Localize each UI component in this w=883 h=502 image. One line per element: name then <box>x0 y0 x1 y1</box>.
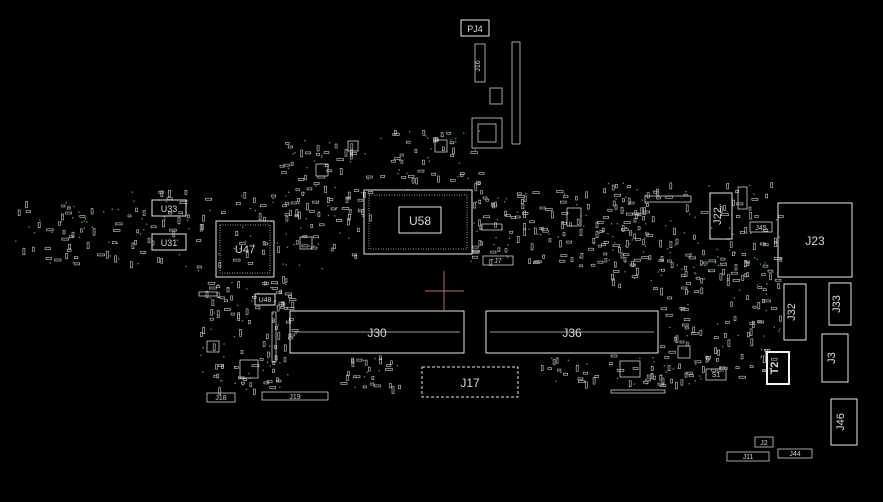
j11-label: J11 <box>743 454 754 461</box>
j7-label: J7 <box>494 258 502 265</box>
j3-connector[interactable]: J3 <box>821 333 849 383</box>
u33-chip[interactable]: U33 <box>151 199 187 217</box>
j23-connector[interactable]: J23 <box>777 202 853 278</box>
u58-label: U58 <box>409 214 431 228</box>
j16-label: J16 <box>475 60 482 71</box>
j19-label: J19 <box>289 394 300 401</box>
j33-label: J33 <box>831 295 843 313</box>
j17-label: J17 <box>460 376 480 390</box>
j11-connector[interactable]: J11 <box>726 451 770 462</box>
t2-label: T2 <box>769 362 781 375</box>
j32-label: J32 <box>786 303 798 321</box>
j19-connector[interactable]: J19 <box>261 391 329 401</box>
j44-connector[interactable]: J44 <box>777 448 813 459</box>
j36-label: J36 <box>562 326 582 340</box>
j45-label: J45 <box>755 225 766 232</box>
j17-connector[interactable]: J17 <box>421 366 519 398</box>
j7-connector[interactable]: J7 <box>482 255 514 266</box>
j46-label: J46 <box>835 413 847 431</box>
u31-label: U31 <box>161 238 178 248</box>
u31-chip[interactable]: U31 <box>151 233 187 251</box>
t2-component[interactable]: T2 <box>766 351 790 385</box>
u47-chip[interactable]: U47 <box>215 220 275 278</box>
u48-label: U48 <box>259 297 272 304</box>
j2-connector[interactable]: J2 <box>754 436 774 448</box>
j32-connector[interactable]: J32 <box>783 283 807 341</box>
s1-label: S1 <box>712 372 721 379</box>
j30-label: J30 <box>367 326 387 340</box>
j45-connector[interactable]: J45 <box>749 221 773 233</box>
j36-connector[interactable]: J36 <box>485 310 659 354</box>
j30-connector[interactable]: J30 <box>289 310 465 354</box>
j3-label: J3 <box>826 352 838 364</box>
j33-connector[interactable]: J33 <box>828 282 852 326</box>
misc-outlines <box>198 139 748 394</box>
j22-label: J22 <box>712 207 724 225</box>
j44-label: J44 <box>789 451 800 458</box>
u47-label: U47 <box>235 244 255 256</box>
u33-label: U33 <box>161 204 178 214</box>
pj4-group[interactable]: PJ4 J16 <box>460 19 521 149</box>
j22-connector[interactable]: J22 <box>709 192 733 240</box>
s1-switch[interactable]: S1 <box>705 368 727 381</box>
pj4-label: PJ4 <box>467 24 483 34</box>
j23-label: J23 <box>805 234 825 248</box>
j2-label: J2 <box>760 440 768 447</box>
u48-chip[interactable]: U48 <box>254 293 276 306</box>
j46-connector[interactable]: J46 <box>830 398 858 446</box>
u58-chip[interactable]: U58 <box>363 189 473 255</box>
cursor-crosshair <box>425 271 464 310</box>
j18-label: J18 <box>215 395 226 402</box>
j18-connector[interactable]: J18 <box>206 392 236 403</box>
